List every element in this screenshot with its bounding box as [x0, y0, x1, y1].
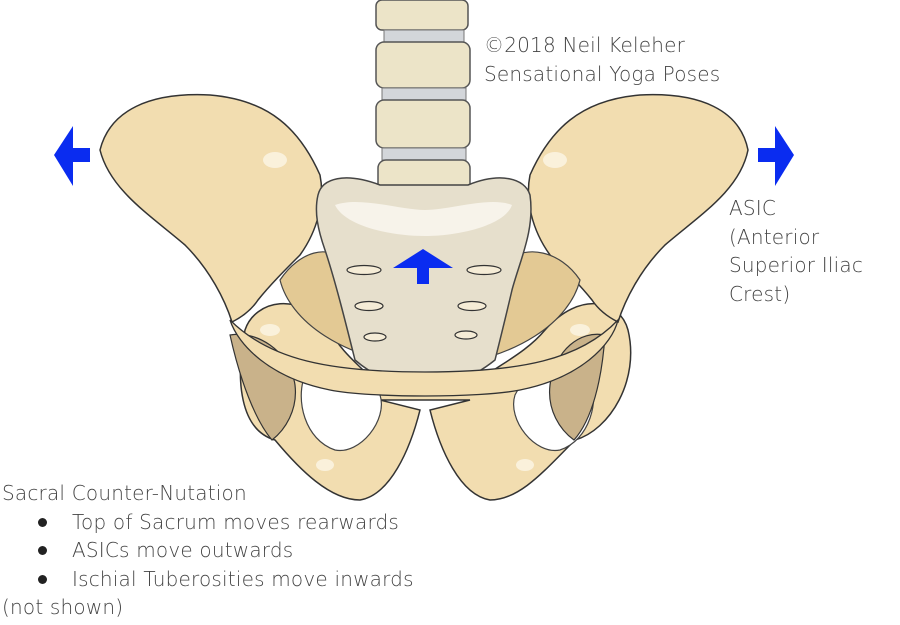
left-ilium — [99, 93, 323, 324]
bullet-item: Top of Sacrum moves rearwards — [2, 508, 414, 537]
bone-highlights — [260, 152, 590, 471]
arrow-sacrum-up — [393, 249, 453, 284]
credit-line-2: Sensational Yoga Poses — [484, 61, 721, 86]
caption-title: Sacral Counter-Nutation — [2, 481, 247, 505]
arrow-right-outward — [758, 126, 794, 186]
copyright-credit: ©2018 Neil Keleher Sensational Yoga Pose… — [484, 31, 720, 88]
lower-pelvis — [229, 303, 632, 501]
asic-line-4: Crest) — [729, 281, 791, 306]
asic-line-1: ASIC — [729, 196, 777, 220]
pelvic-inlet-front — [229, 317, 620, 397]
caption-bullet-list: Top of Sacrum moves rearwards ASICs move… — [2, 508, 414, 594]
credit-line-1: ©2018 Neil Keleher — [484, 33, 686, 57]
asic-line-3: Superior Iliac — [729, 253, 864, 277]
asic-line-2: (Anterior — [729, 224, 820, 249]
lumbar-spine — [375, 0, 471, 217]
bullet-item: ASICs move outwards — [2, 536, 414, 565]
caption-footnote: (not shown) — [2, 595, 124, 619]
bullet-item: Ischial Tuberosities move inwards — [2, 565, 414, 594]
arrow-left-outward — [54, 126, 90, 186]
caption: Sacral Counter-Nutation Top of Sacrum mo… — [2, 479, 414, 622]
asic-label: ASIC (Anterior Superior Iliac Crest) — [729, 194, 863, 308]
